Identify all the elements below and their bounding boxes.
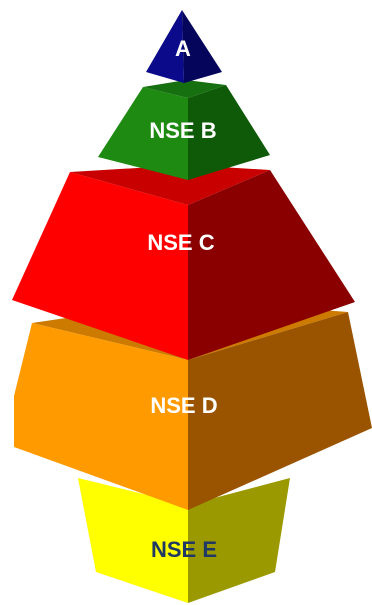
level-c-label: NSE C: [147, 230, 214, 255]
level-e: NSE E: [78, 478, 290, 603]
level-a-left-face: [146, 10, 184, 83]
level-c: NSE C: [12, 165, 355, 360]
level-d-label: NSE D: [150, 393, 217, 418]
level-d-left-face: [14, 323, 188, 510]
level-b-back-edge: [143, 80, 226, 98]
level-b-label: NSE B: [149, 118, 216, 143]
level-d-right-face: [188, 312, 372, 510]
level-a: A: [146, 10, 222, 83]
level-e-label: NSE E: [151, 537, 217, 562]
level-b-right-face: [188, 85, 270, 180]
level-a-label: A: [175, 36, 191, 61]
level-c-left-face: [12, 172, 188, 360]
level-a-right-face: [182, 10, 222, 83]
level-c-right-face: [188, 170, 355, 360]
level-b-left-face: [98, 87, 188, 180]
level-e-left-face: [78, 478, 188, 603]
level-b: NSE B: [98, 80, 270, 180]
level-e-right-face: [188, 478, 290, 603]
level-c-back-edge: [70, 165, 270, 205]
